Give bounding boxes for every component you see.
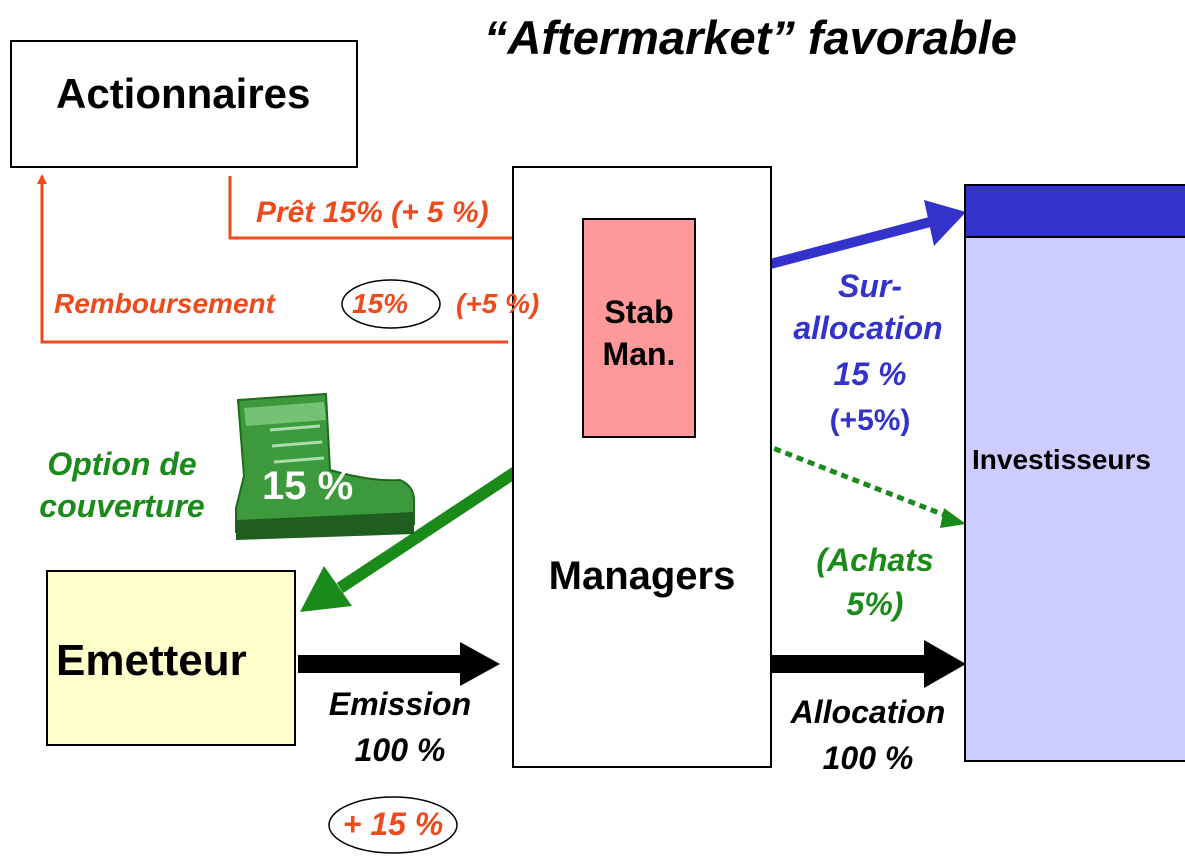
achats-arrow bbox=[695, 415, 953, 521]
allocation-arrowhead bbox=[924, 640, 966, 688]
achats-label-1: (Achats bbox=[816, 542, 934, 578]
surallocation-label-3: 15 % bbox=[833, 356, 907, 392]
remboursement-pct-ellipse bbox=[341, 279, 441, 329]
pret-arrow bbox=[228, 176, 586, 243]
remboursement-arrow bbox=[37, 174, 508, 344]
investisseurs-label: Investisseurs bbox=[972, 444, 1151, 475]
emission-extra-label: + 15 % bbox=[342, 806, 444, 842]
actionnaires-box: Actionnaires bbox=[10, 40, 358, 168]
remboursement-extra-label: (+5 %) bbox=[456, 288, 540, 319]
emission-arrowhead bbox=[460, 642, 500, 686]
allocation-label-1: Allocation bbox=[790, 694, 946, 730]
investisseurs-box: Investisseurs bbox=[964, 184, 1185, 762]
remboursement-pct-label: 15% bbox=[352, 288, 409, 319]
option-label-2: couverture bbox=[39, 488, 205, 524]
option-arrowhead bbox=[300, 566, 352, 612]
surallocation-label-2: allocation bbox=[793, 310, 943, 346]
option-label-1: Option de bbox=[47, 446, 197, 482]
surallocation-label-4: (+5%) bbox=[829, 404, 911, 437]
achats-arrowhead bbox=[940, 508, 966, 528]
emission-label-1: Emission bbox=[328, 686, 472, 722]
emission-label-2: 100 % bbox=[354, 732, 446, 768]
actionnaires-label: Actionnaires bbox=[56, 70, 311, 117]
allocation-arrow bbox=[772, 655, 930, 673]
investisseurs-header bbox=[966, 186, 1185, 238]
page-title: “Aftermarket” favorable bbox=[484, 11, 1017, 64]
boot-pct-label: 15 % bbox=[262, 464, 354, 508]
surallocation-label-1: Sur- bbox=[838, 268, 902, 304]
surallocation-arrowhead bbox=[924, 200, 966, 246]
remboursement-label: Remboursement bbox=[54, 288, 275, 319]
achats-label-2: 5%) bbox=[846, 586, 904, 622]
emetteur-label: Emetteur bbox=[56, 636, 247, 685]
managers-label: Managers bbox=[548, 554, 736, 598]
stab-label-line2: Man. bbox=[602, 336, 676, 372]
emission-arrow bbox=[298, 655, 468, 673]
pret-label: Prêt 15% (+ 5 %) bbox=[256, 196, 489, 229]
stab-label-line1: Stab bbox=[604, 294, 674, 330]
stab-man-box: Stab Man. bbox=[582, 218, 696, 438]
boot-icon bbox=[235, 392, 415, 540]
allocation-label-2: 100 % bbox=[822, 740, 914, 776]
emetteur-box: Emetteur bbox=[46, 570, 296, 746]
emission-extra-ellipse bbox=[328, 796, 458, 854]
